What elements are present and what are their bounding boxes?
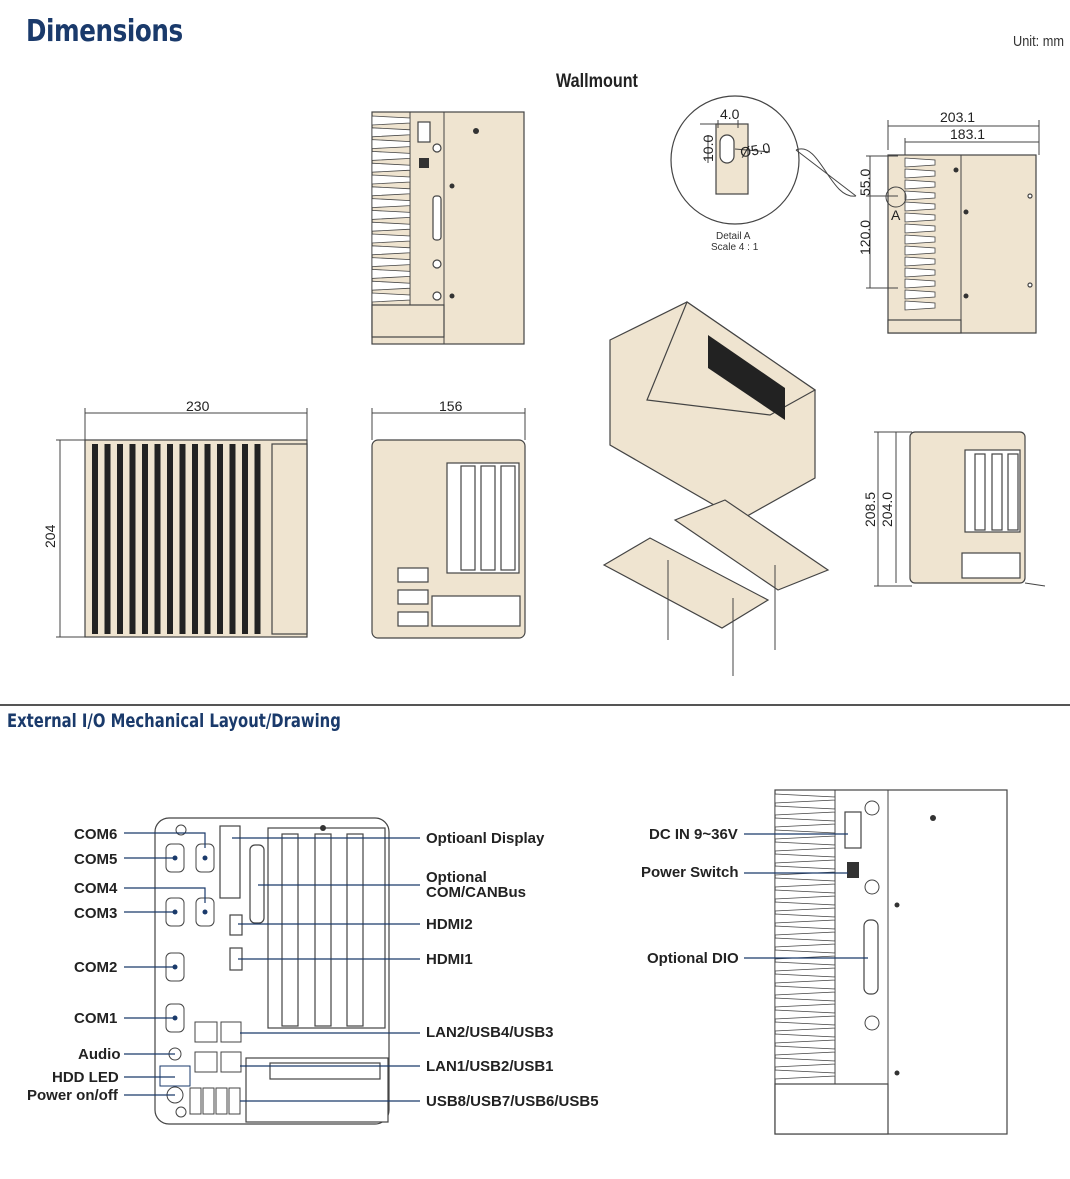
detail-mark: A xyxy=(891,207,901,223)
dim-inner-width: 183.1 xyxy=(950,126,986,142)
section-heading-io: External I/O Mechanical Layout/Drawing xyxy=(7,710,341,732)
detail-caption-2: Scale 4 : 1 xyxy=(711,242,759,253)
io-panel-rear xyxy=(154,817,390,1125)
label-dc-in: DC IN 9~36V xyxy=(649,826,738,843)
dim-top-width: 203.1 xyxy=(940,109,976,125)
rear-io-small xyxy=(371,408,526,639)
label-com1: COM1 xyxy=(74,1010,118,1027)
callout-lines xyxy=(124,832,868,1102)
label-lan2-usb: LAN2/USB4/USB3 xyxy=(426,1024,554,1041)
dim-right-h1: 208.5 xyxy=(862,491,878,527)
wallmount-side-view xyxy=(371,111,525,345)
label-optional-display: Optioanl Display xyxy=(426,830,545,847)
front-view xyxy=(56,408,308,638)
label-com5: COM5 xyxy=(74,851,118,868)
detail-width: 4.0 xyxy=(720,106,740,122)
label-com4: COM4 xyxy=(74,880,118,897)
label-com6: COM6 xyxy=(74,826,118,843)
label-usb8-5: USB8/USB7/USB6/USB5 xyxy=(426,1093,599,1110)
label-com3: COM3 xyxy=(74,905,118,922)
wallmount-heading: Wallmount xyxy=(556,71,638,92)
dim-v2: 120.0 xyxy=(857,219,873,255)
isometric-view xyxy=(602,301,830,676)
label-com2: COM2 xyxy=(74,959,118,976)
io-panel-side xyxy=(774,789,1008,1135)
dim-v1: 55.0 xyxy=(857,168,873,196)
label-power-switch: Power Switch xyxy=(641,864,739,881)
wallmount-front-view xyxy=(866,120,1040,334)
label-hdd-led: HDD LED xyxy=(52,1069,119,1086)
rear-view-right xyxy=(874,431,1046,587)
dim-front-height: 204 xyxy=(42,524,58,548)
label-optional: Optional xyxy=(426,869,487,886)
detail-a xyxy=(670,95,857,225)
label-optional-dio: Optional DIO xyxy=(647,950,739,967)
label-com-canbus: COM/CANBus xyxy=(426,884,526,901)
section-divider xyxy=(0,704,1070,706)
page-title: Dimensions xyxy=(26,14,183,49)
label-hdmi1: HDMI1 xyxy=(426,951,473,968)
unit-label: Unit: mm xyxy=(1013,33,1064,50)
dim-side-width: 156 xyxy=(439,398,463,414)
label-power-onoff: Power on/off xyxy=(27,1087,118,1104)
detail-caption-1: Detail A xyxy=(716,231,751,242)
label-lan1-usb: LAN1/USB2/USB1 xyxy=(426,1058,554,1075)
dim-right-h2: 204.0 xyxy=(879,491,895,527)
label-audio: Audio xyxy=(78,1046,121,1063)
dim-front-width: 230 xyxy=(186,398,210,414)
label-hdmi2: HDMI2 xyxy=(426,916,473,933)
detail-height: 10.0 xyxy=(700,134,716,162)
